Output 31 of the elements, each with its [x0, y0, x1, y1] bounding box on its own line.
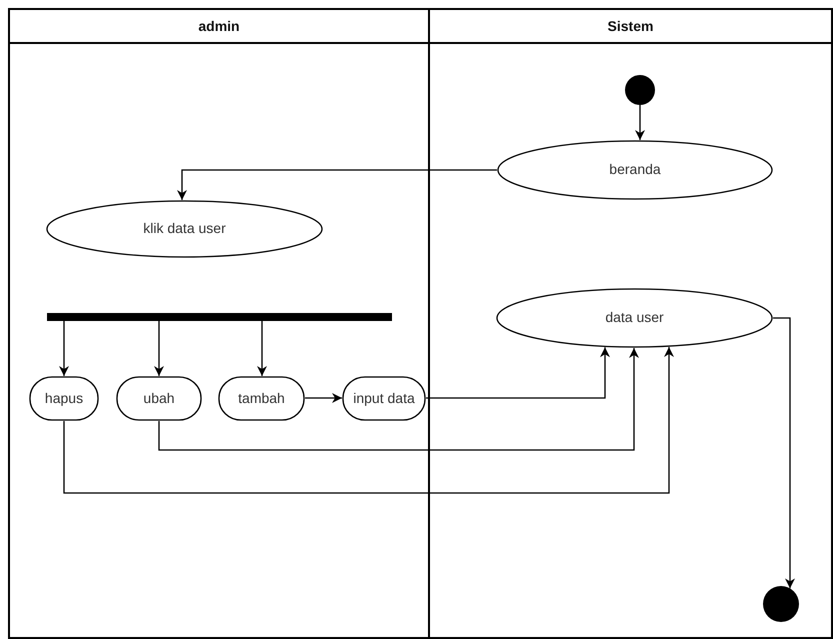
- activity-node: [218, 376, 305, 421]
- arrow: [154, 321, 164, 376]
- activity-node: [29, 376, 99, 421]
- node-label: hapus: [44, 388, 84, 408]
- arrow: [635, 105, 645, 140]
- arrow: [177, 169, 497, 200]
- node-label: tambah: [237, 388, 286, 408]
- arrow: [158, 348, 639, 451]
- arrow: [257, 321, 267, 376]
- activity-node: [342, 376, 426, 421]
- lane-header: admin: [10, 10, 428, 44]
- node-label: klik data user: [142, 219, 227, 238]
- arrow: [63, 347, 674, 494]
- node-label: data user: [604, 308, 665, 328]
- end-node: [763, 586, 799, 622]
- swimlane: [8, 8, 430, 639]
- node-label: beranda: [608, 160, 662, 180]
- arrow: [773, 317, 795, 588]
- fork-bar: [47, 313, 392, 321]
- arrow: [305, 393, 342, 403]
- lane-header: Sistem: [430, 10, 831, 44]
- activity-ellipse: [497, 140, 773, 200]
- activity-ellipse: [46, 200, 323, 258]
- swimlane: [428, 8, 833, 639]
- activity-node: [116, 376, 202, 421]
- activity-ellipse: [496, 288, 773, 348]
- node-label: input data: [352, 388, 416, 408]
- arrow: [426, 347, 610, 399]
- arrow: [59, 321, 69, 376]
- node-label: ubah: [142, 388, 176, 408]
- start-node: [625, 75, 655, 105]
